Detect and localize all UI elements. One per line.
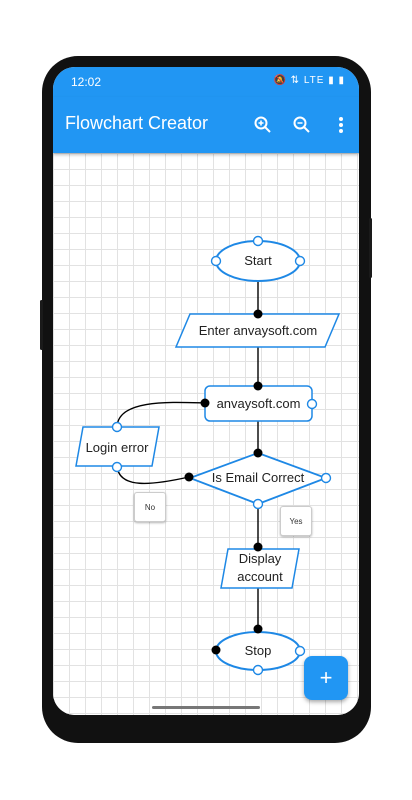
- zoom-in-icon[interactable]: [247, 109, 279, 141]
- side-button: [40, 300, 43, 350]
- add-node-button[interactable]: +: [304, 656, 348, 700]
- display-label-line1: Display: [238, 551, 282, 566]
- no-label: No: [144, 502, 156, 512]
- display-label-line2: account: [237, 569, 283, 584]
- login-error-node[interactable]: [75, 426, 160, 467]
- yes-label-chip[interactable]: Yes: [280, 506, 312, 536]
- status-time: 12:02: [71, 75, 102, 89]
- app-bar: Flowchart Creator: [53, 97, 359, 153]
- screen: 12:02 🔕 ⇅ LTE ▮ ▮ Flowchart Creator: [53, 67, 359, 715]
- more-vert-icon[interactable]: [325, 109, 357, 141]
- app-title: Flowchart Creator: [65, 113, 209, 133]
- status-icons: 🔕 ⇅ LTE ▮ ▮: [273, 75, 345, 86]
- yes-label: Yes: [289, 516, 303, 526]
- gesture-nav-bar: [152, 706, 260, 709]
- decision-label: Is Email Correct: [211, 470, 305, 485]
- add-icon: +: [319, 665, 333, 690]
- open-ports: [111, 235, 332, 676]
- process-label: anvaysoft.com: [216, 396, 301, 411]
- display-node[interactable]: [220, 548, 300, 589]
- login-error-label: Login error: [85, 440, 149, 455]
- start-label: Start: [244, 253, 272, 268]
- flowchart-diagram: [75, 235, 341, 676]
- no-label-chip[interactable]: No: [134, 492, 166, 522]
- display-label: Display account: [223, 550, 297, 586]
- input-label: Enter anvaysoft.com: [198, 323, 318, 338]
- connected-ports: [184, 309, 263, 655]
- stop-label: Stop: [244, 643, 272, 658]
- volume-button: [369, 218, 372, 278]
- flowchart-canvas[interactable]: Start Enter anvaysoft.com anvaysoft.com …: [53, 153, 359, 715]
- status-bar: 12:02 🔕 ⇅ LTE ▮ ▮: [53, 67, 359, 97]
- input-node[interactable]: [174, 313, 341, 348]
- zoom-out-icon[interactable]: [286, 109, 318, 141]
